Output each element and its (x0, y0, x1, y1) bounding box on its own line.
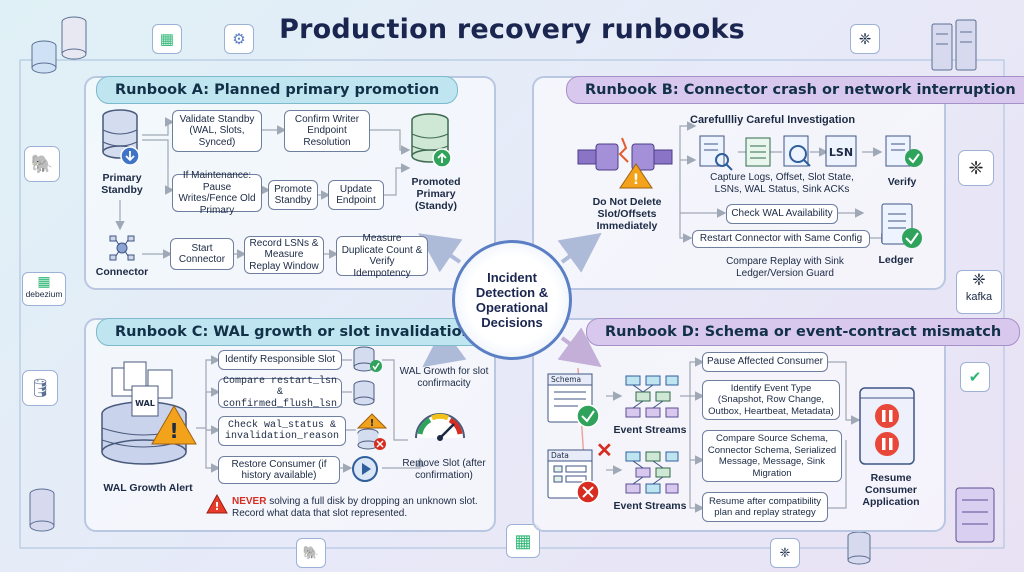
check-wal-status-box: Check wal_status & invalidation_reason (218, 416, 346, 446)
if-maintenance-box: If Maintenance: Pause Writes/Fence Old P… (172, 170, 262, 216)
validate-standby-box: Validate Standby (WAL, Slots, Synced) (172, 110, 262, 152)
event-streams-1-label: Event Streams (613, 424, 687, 436)
record-lsns-box: Record LSNs & Measure Replay Window (244, 236, 324, 274)
event-stream-icon (622, 448, 682, 503)
database-icon (60, 16, 88, 65)
never-word: NEVER (232, 496, 267, 507)
do-not-delete-label: Do Not Delete Slot/Offsets Immediately (592, 196, 662, 232)
database-icon (846, 530, 872, 571)
restore-consumer-box: Restore Consumer (if history available) (218, 456, 340, 484)
compare-restart-box: Compare restart_lsn & confirmed_flush_ls… (218, 376, 342, 410)
grid-icon: ▦ (152, 24, 182, 54)
capture-label: Capture Logs, Offset, Slot State, LSNs, … (710, 172, 854, 195)
mismatch-x-icon: ✕ (596, 440, 613, 462)
data-doc-icon: Data (546, 448, 608, 511)
primary-standby-icon (100, 108, 144, 175)
server-icon (950, 486, 1000, 551)
runbook-d-header: Runbook D: Schema or event-contract mism… (586, 318, 1021, 346)
event-stream-icon (622, 372, 682, 427)
svg-text:!: ! (633, 172, 639, 188)
wal-alert-label: WAL Growth Alert (103, 482, 193, 494)
primary-standby-label: Primary Standby (101, 172, 143, 196)
resume-consumer-label: Resume Consumer Application (862, 472, 920, 508)
gear-icon: ⚙ (224, 24, 254, 54)
compare-source-box: Compare Source Schema, Connector Schema,… (702, 430, 842, 482)
kafka-icon: ❈ (850, 24, 880, 54)
runbook-b-header: Runbook B: Connector crash or network in… (566, 76, 1024, 104)
schema-label: Schema (551, 375, 581, 384)
capture-icons: LSN (698, 134, 888, 177)
verify-label: Verify (887, 176, 917, 188)
slot-db-check-icon (352, 346, 384, 379)
wal-doc-label: WAL (135, 399, 155, 408)
database-icon: 🛢 (22, 370, 58, 406)
database-icon (28, 488, 56, 539)
database-icon (30, 40, 58, 79)
ledger-icon (878, 200, 924, 257)
never-rest: solving a full disk by dropping an unkno… (232, 496, 478, 519)
wal-stack-icon: WAL ! (98, 358, 202, 473)
kafka-icon: ❈ (770, 538, 800, 568)
kafka-icon: ❈ (958, 150, 994, 186)
promoted-primary-icon (408, 112, 458, 179)
resume-after-box: Resume after compatibility plan and repl… (702, 492, 828, 522)
postgres-icon: 🐘 (296, 538, 326, 568)
slot-db-error-icon: ! (356, 412, 388, 457)
kafka-label: kafka (965, 291, 993, 303)
data-label: Data (551, 451, 569, 460)
event-streams-2-label: Event Streams (613, 500, 687, 512)
verify-icon (882, 134, 926, 175)
grid-icon: ▦ (506, 524, 540, 558)
connector-label: Connector (95, 266, 149, 278)
promote-standby-box: Promote Standby (268, 180, 318, 210)
connector-icon (106, 234, 138, 269)
measure-duplicate-box: Measure Duplicate Count & Verify Idempot… (336, 233, 428, 279)
wal-growth-conf-label: WAL Growth for slot confirmacity (399, 366, 489, 389)
update-endpoint-box: Update Endpoint (328, 180, 384, 210)
remove-slot-label: Remove Slot (after confirmation) (402, 458, 486, 481)
database-check-icon: ✔ (960, 362, 990, 392)
slot-db-icon (352, 380, 380, 413)
debezium-logo: ▦ debezium (22, 272, 66, 306)
server-icon (930, 18, 980, 79)
svg-text:!: ! (370, 418, 375, 429)
restart-connector-box: Restart Connector with Same Config (692, 230, 870, 248)
runbook-c-header: Runbook C: WAL growth or slot invalidati… (96, 318, 491, 346)
promoted-primary-label: Promoted Primary (Standy) (411, 176, 461, 212)
runbook-a-header: Runbook A: Planned primary promotion (96, 76, 459, 104)
ledger-label: Ledger (878, 254, 914, 266)
runbook-b-panel (532, 76, 946, 290)
debezium-label: debezium (25, 289, 63, 299)
lsn-label: LSN (829, 146, 853, 159)
schema-doc-icon: Schema (546, 372, 608, 435)
page-title: Production recovery runbooks (279, 14, 745, 45)
never-note: NEVER solving a full disk by dropping an… (232, 496, 482, 520)
svg-text:!: ! (214, 500, 219, 513)
postgres-icon: 🐘 (24, 146, 60, 182)
identify-event-box: Identify Event Type (Snapshot, Row Chang… (702, 380, 840, 420)
consumer-app-icon (858, 386, 920, 473)
start-connector-box: Start Connector (170, 238, 234, 270)
replay-icon (350, 454, 384, 489)
kafka-logo: ❈ kafka (956, 270, 1002, 314)
incident-detection-hub: Incident Detection & Operational Decisio… (452, 240, 572, 360)
check-wal-box: Check WAL Availability (726, 204, 838, 224)
confirm-writer-box: Confirm Writer Endpoint Resolution (284, 110, 370, 152)
gauge-icon (410, 404, 470, 449)
careful-investigation-label: Carefullliy Careful Investigation (690, 114, 856, 126)
pause-consumer-box: Pause Affected Consumer (702, 352, 828, 372)
svg-text:!: ! (169, 419, 178, 443)
broken-connection-icon: ! (576, 134, 676, 195)
identify-slot-box: Identify Responsible Slot (218, 350, 342, 370)
warning-icon: ! (206, 493, 228, 519)
compare-replay-label: Compare Replay with Sink Ledger/Version … (726, 256, 844, 279)
